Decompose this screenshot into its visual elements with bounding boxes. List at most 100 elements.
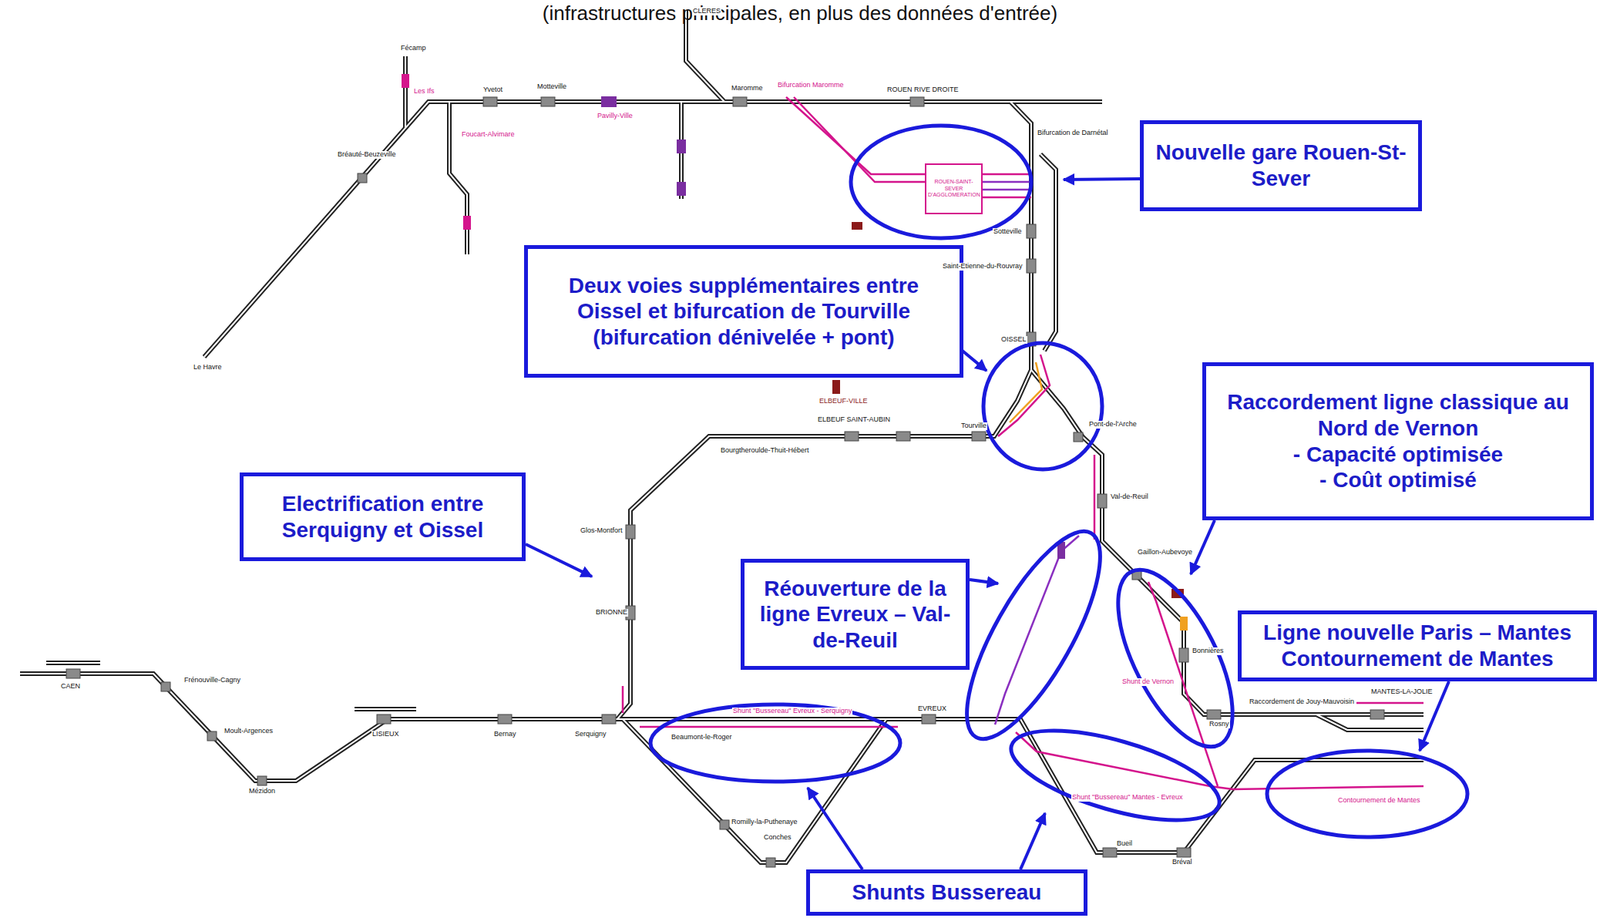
new-line: [639, 726, 898, 729]
station: [971, 431, 986, 441]
station-label: Bonnières: [1191, 647, 1225, 656]
track: [20, 673, 1424, 853]
callout-box: Shunts Bussereau: [806, 869, 1088, 916]
new-line: [1356, 702, 1424, 705]
track: [354, 708, 417, 710]
new-line: [982, 196, 1032, 199]
station-label: Moult-Argences: [223, 727, 274, 736]
leader-arrow: [969, 579, 999, 584]
callout-box: Electrification entre Serquigny et Oisse…: [239, 472, 526, 562]
station: [896, 431, 911, 441]
track: [449, 101, 468, 255]
station: [483, 97, 498, 107]
station-label: Fécamp: [400, 44, 427, 53]
station-label: EVREUX: [917, 705, 948, 713]
station-label: ELBEUF-VILLE: [818, 397, 869, 406]
station: [207, 731, 217, 741]
track: [354, 706, 417, 712]
station: [601, 714, 616, 724]
leader-arrows: [525, 178, 1449, 870]
station-box: ROUEN-SAINT-SEVER D'AGGLOMERATION: [924, 163, 983, 215]
track: [20, 673, 1424, 853]
station-label: Pont-de-l'Arche: [1088, 420, 1138, 429]
option-line: [1009, 362, 1043, 423]
station: [66, 668, 81, 679]
station: [541, 97, 555, 107]
callout-bullet: - Capacité optimisée: [1212, 441, 1584, 468]
station: [910, 97, 925, 107]
highlight-ellipse: [983, 342, 1103, 470]
station-label: Bifurcation de Darnétal: [1036, 129, 1110, 138]
station-label: LISIEUX: [371, 730, 400, 739]
callout-text: Nouvelle gare Rouen-St-Sever: [1149, 139, 1412, 192]
station: [766, 857, 776, 868]
station-label: Frénouville-Cagny: [183, 676, 242, 685]
station-label: Conches: [763, 833, 793, 842]
callout-text: Réouverture de la ligne Evreux – Val-de-…: [750, 575, 960, 654]
station-label: Bourgtheroulde-Thuit-Hébert: [719, 447, 811, 455]
station-label: Romilly-la-Puthenaye: [730, 818, 799, 827]
leader-arrow: [807, 787, 863, 870]
track: [46, 660, 101, 666]
station: [1206, 709, 1221, 720]
leader-arrow: [525, 544, 592, 577]
new-station: [851, 221, 863, 230]
station: [1097, 494, 1107, 508]
station: [161, 682, 171, 692]
new-station: [401, 73, 410, 88]
reopened-station: [676, 181, 686, 196]
reopened-line: [982, 181, 1032, 184]
option-station: [1179, 616, 1188, 631]
track: [204, 101, 1103, 357]
station: [844, 431, 859, 441]
track: [622, 719, 887, 863]
new-line: [1233, 786, 1424, 790]
station-label: Motteville: [536, 83, 568, 91]
station-label: Sotteville: [992, 228, 1023, 236]
station-label: Mézidon: [248, 787, 276, 796]
highlight-ellipse: [1001, 712, 1229, 839]
station-label: Yvetot: [482, 86, 504, 95]
track: [403, 56, 408, 129]
station-label: Saint-Etienne-du-Rouvray: [941, 262, 1024, 271]
station-label: ELBEUF SAINT-AUBIN: [816, 416, 891, 424]
station-label: Pavilly-Ville: [596, 112, 634, 121]
station-label: Tourville: [960, 422, 988, 431]
highlight-ellipse: [1267, 750, 1468, 837]
station: [719, 820, 730, 830]
station-label: ROUEN RIVE DROITE: [886, 86, 960, 95]
highlight-ellipse: [650, 704, 901, 782]
track: [1040, 154, 1056, 351]
station-label: Bifurcation Maromme: [776, 81, 845, 90]
station-label: BRIONNE: [594, 608, 629, 617]
station-label: Le Havre: [192, 363, 223, 372]
track: [1040, 154, 1056, 351]
station: [1073, 432, 1083, 442]
callout-text: ROUEN-SAINT-SEVER D'AGGLOMERATION: [927, 178, 980, 199]
station: [376, 714, 391, 724]
station-label: Serquigny: [574, 730, 608, 739]
callout-box: Nouvelle gare Rouen-St-Sever: [1139, 120, 1422, 212]
station-label: Shunt "Bussereau" Evreux - Serquigny: [732, 707, 853, 716]
station: [1370, 709, 1385, 720]
station: [1179, 648, 1189, 663]
station-label: Les Ifs: [413, 87, 436, 96]
track: [204, 101, 1103, 357]
station-label: CAEN: [60, 682, 81, 691]
page-title: (infrastructures principales, en plus de…: [0, 1, 1600, 26]
station-label: Raccordement de Jouy-Mauvoisin: [1248, 698, 1355, 706]
station: [1026, 224, 1036, 239]
new-station: [832, 379, 841, 394]
station: [1176, 847, 1191, 858]
callout-text: Ligne nouvelle Paris – Mantes: [1247, 619, 1587, 646]
station-label: Val-de-Reuil: [1109, 493, 1150, 501]
station-label: Foucart-Alvimare: [460, 131, 516, 139]
station-label: Shunt "Bussereau" Mantes - Evreux: [1071, 793, 1184, 802]
station-label: OISSEL: [1000, 336, 1028, 344]
reopened-station: [676, 139, 686, 154]
station: [921, 714, 936, 724]
callout-text: Shunts Bussereau: [816, 879, 1078, 906]
track: [449, 101, 468, 255]
track: [617, 369, 1032, 720]
